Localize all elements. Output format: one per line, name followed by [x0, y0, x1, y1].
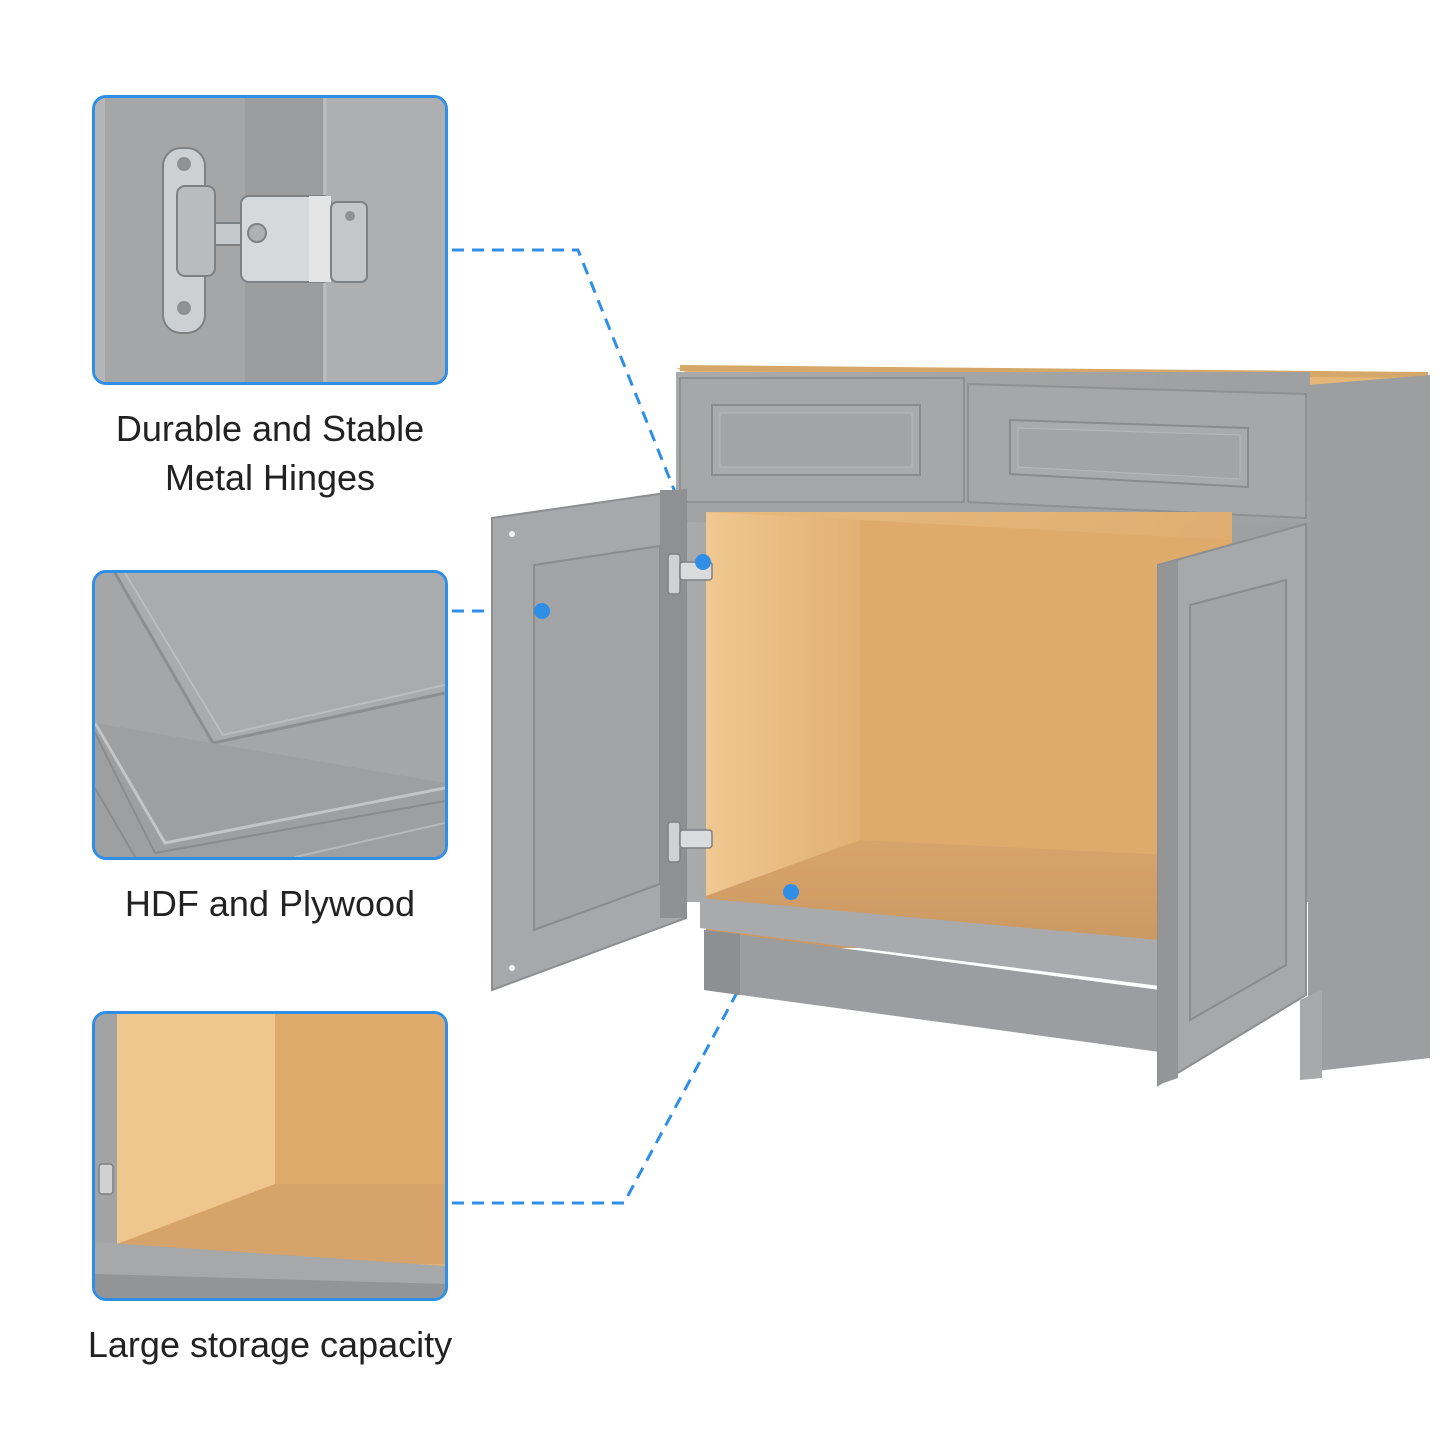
hinge-caption-line-2: Metal Hinges [164, 457, 376, 498]
right-drawer [967, 382, 1307, 520]
hdf-plywood-closeup-icon [95, 573, 445, 857]
hinge-closeup-panel [92, 95, 448, 385]
material-caption-line-1: HDF and Plywood [124, 883, 416, 924]
metal-hinge-closeup-icon [95, 98, 445, 382]
upper-hinge [667, 553, 713, 595]
right-door [1157, 522, 1307, 1087]
material-caption: HDF and Plywood [40, 879, 500, 928]
callout-markers [534, 554, 799, 900]
hinge-caption: Durable and Stable Metal Hinges [40, 404, 500, 502]
left-drawer [679, 377, 965, 503]
cabinet-interior [706, 512, 1232, 948]
material-closeup-panel [92, 570, 448, 860]
cabinet-side-panel [1308, 375, 1430, 1072]
storage-caption-line-1: Large storage capacity [87, 1324, 453, 1365]
storage-marker-dot [783, 884, 799, 900]
lower-hinge [667, 821, 713, 863]
cabinet-interior-closeup-icon [95, 1014, 445, 1298]
hinge-connector-line [452, 248, 705, 563]
left-door [491, 488, 687, 992]
material-marker-dot [534, 603, 550, 619]
storage-caption: Large storage capacity [40, 1320, 500, 1369]
storage-closeup-panel [92, 1011, 448, 1301]
storage-connector-line [452, 891, 793, 1205]
hinge-marker-dot [695, 554, 711, 570]
hinge-caption-line-1: Durable and Stable [115, 408, 425, 449]
